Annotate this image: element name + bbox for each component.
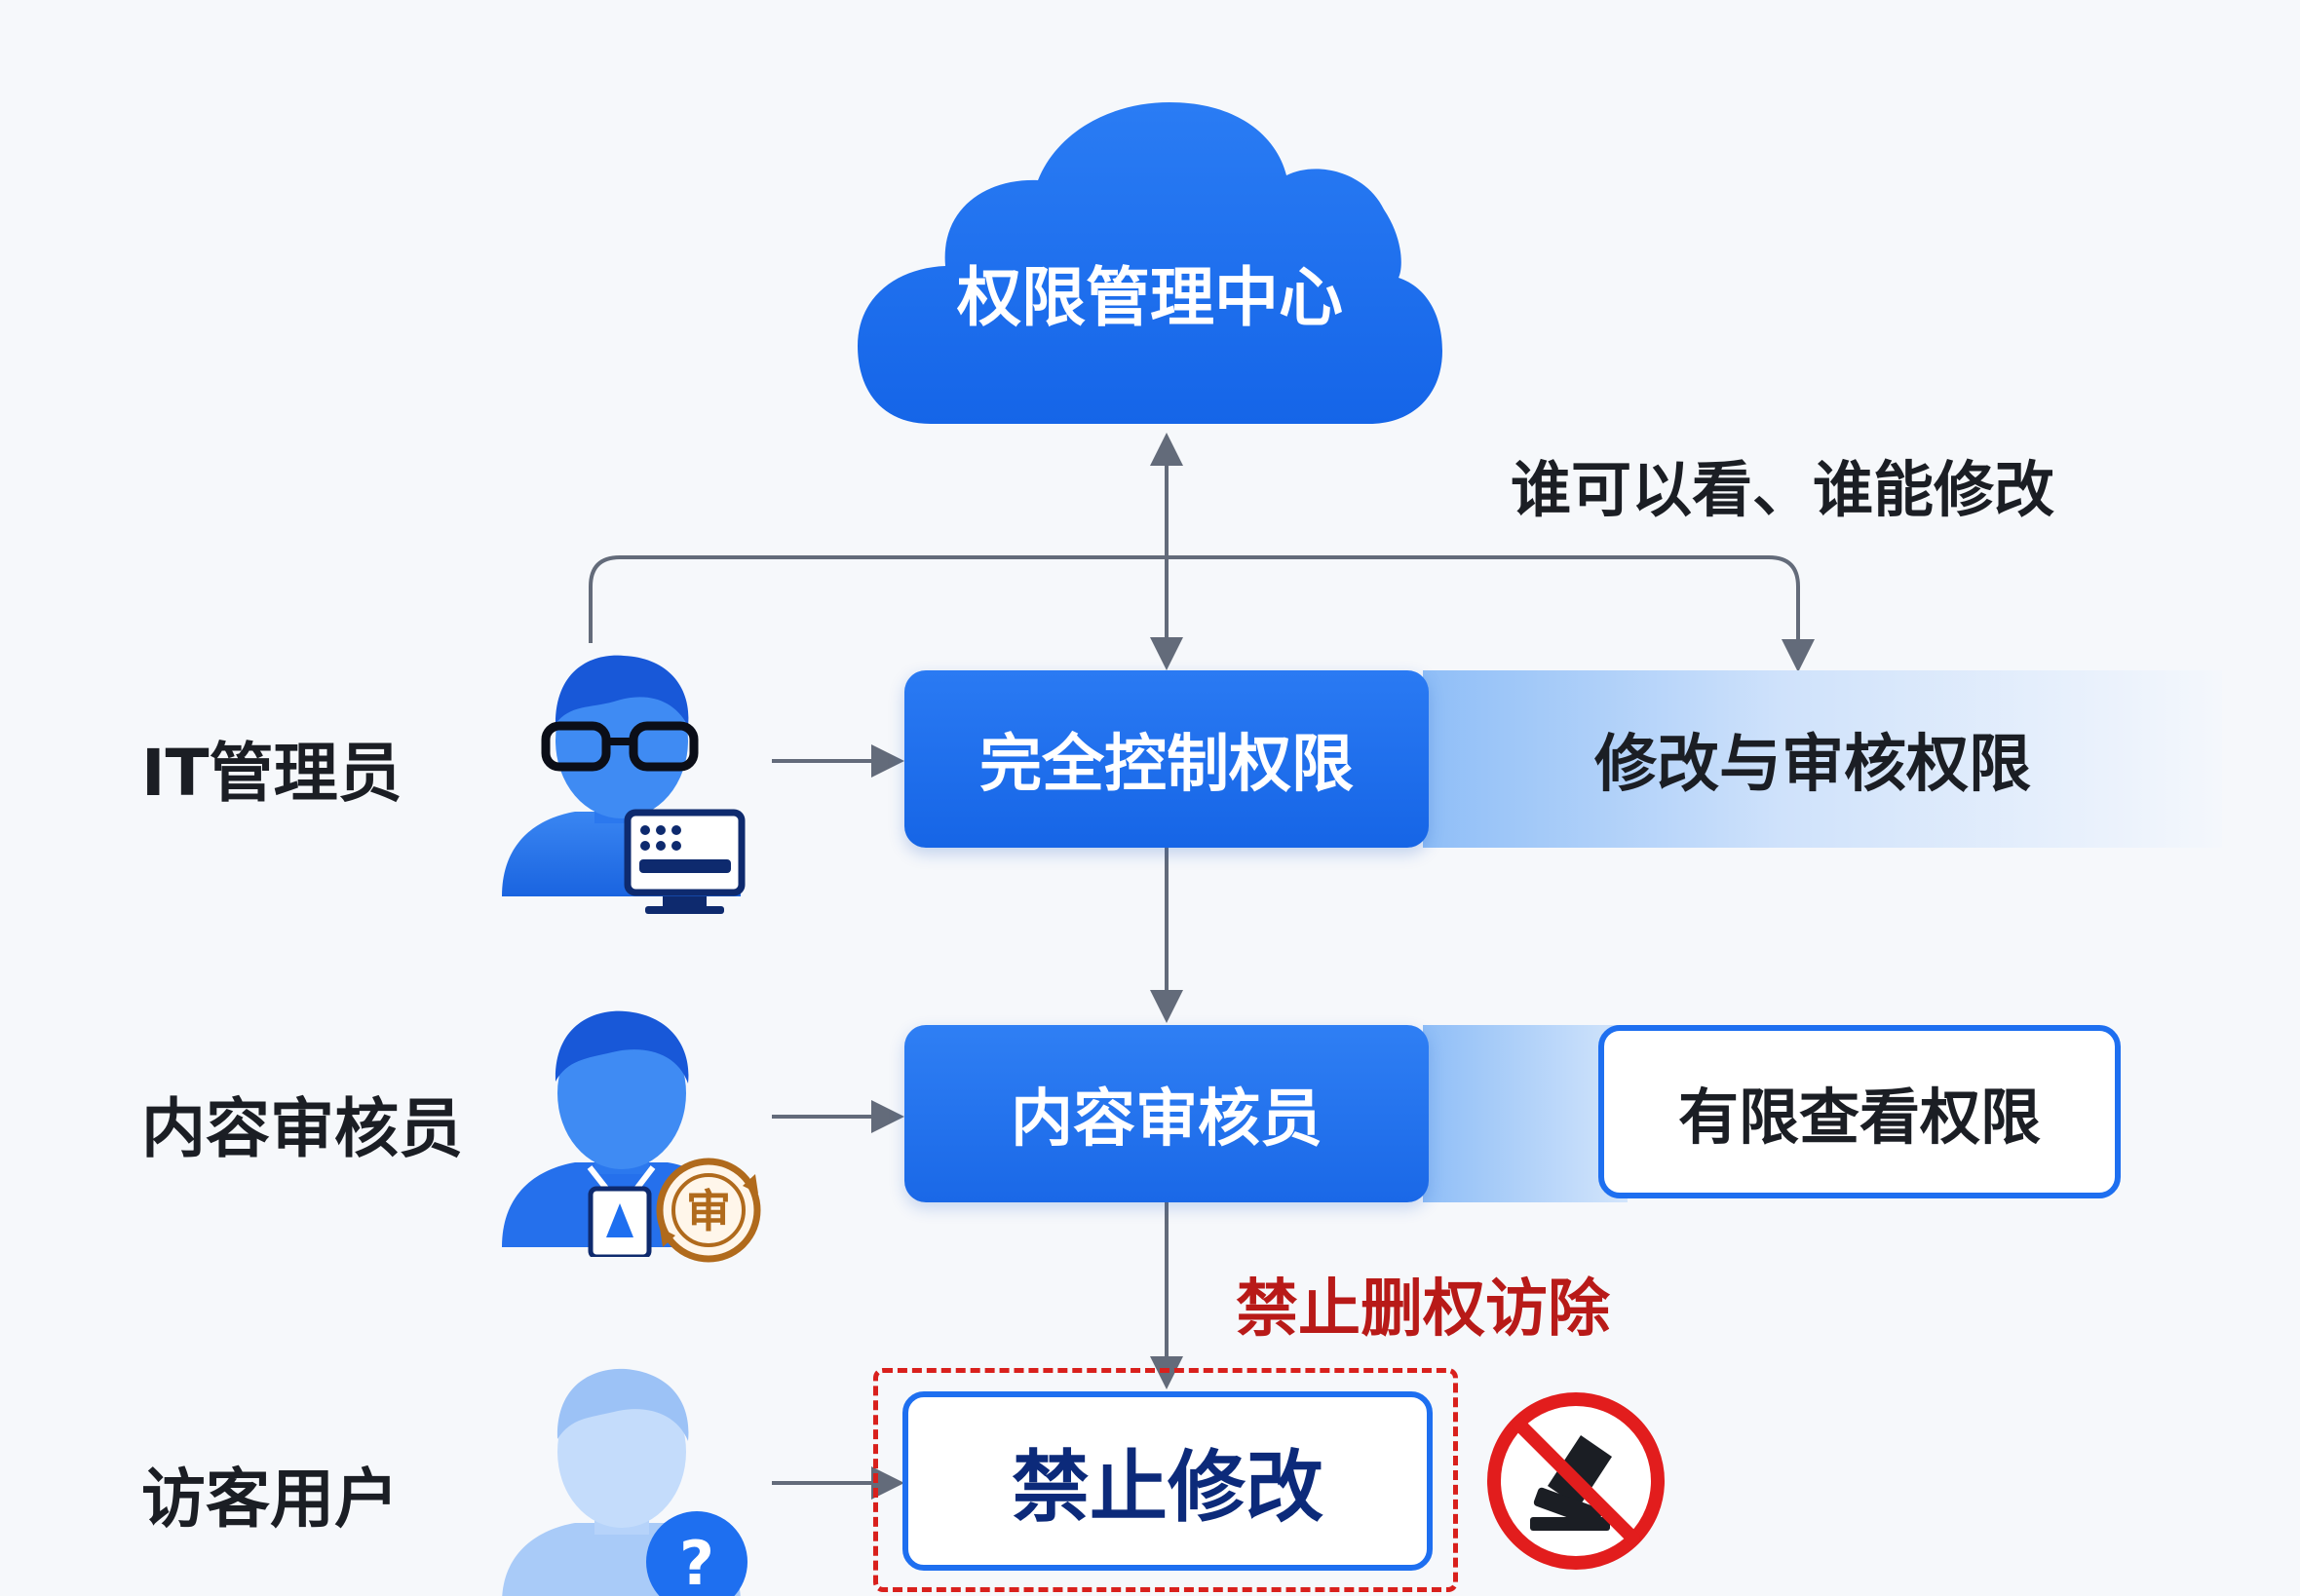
seal-icon: 审 (656, 1158, 761, 1263)
seal-text: 审 (686, 1185, 731, 1237)
full-control-label: 完全控制权限 (979, 729, 1354, 801)
arrow-down-to-full-control (1150, 637, 1183, 670)
reviewer-box-label: 内容审核员 (1011, 1083, 1322, 1156)
full-control-box: 完全控制权限 (904, 670, 1429, 848)
limited-view-label: 有限查看权限 (1677, 1082, 2041, 1153)
arrow-down-to-forbid (1150, 1356, 1183, 1389)
no-edit-icon (1487, 1392, 1665, 1570)
role-label-guest: 访客用户 (141, 1462, 399, 1537)
server-icon (624, 809, 746, 914)
question-text: ? (679, 1528, 714, 1596)
forbid-modify-box: 禁止修改 (902, 1391, 1433, 1571)
it-admin-avatar-icon (502, 655, 741, 896)
role-label-it-admin: IT管理员 (141, 736, 402, 811)
permission-center-cloud: 权限管理中心 (858, 102, 1442, 429)
arrow-up-to-cloud (1150, 433, 1183, 466)
arrow-down-to-modify-review (1782, 639, 1815, 672)
permission-center-title: 权限管理中心 (957, 260, 1343, 335)
arrow-down-to-reviewer (1150, 990, 1183, 1023)
warning-annotation: 禁止删权访除 (1236, 1273, 1610, 1346)
forbid-dashed-outline (873, 1368, 1458, 1592)
limited-view-box: 有限查看权限 (1598, 1025, 2121, 1198)
bus-line (589, 555, 1800, 645)
annotation-who-can-view: 谁可以看、谁能修改 (1511, 454, 2055, 525)
role-label-reviewer: 内容审核员 (141, 1091, 463, 1166)
forbid-modify-label: 禁止修改 (1012, 1442, 1323, 1533)
modify-review-label: 修改与审核权限 (1594, 729, 2031, 801)
cloud-icon (858, 102, 1442, 424)
reviewer-side-fade (1423, 1025, 1628, 1202)
full-control-side-fade (1423, 670, 2222, 848)
question-icon: ? (646, 1511, 748, 1596)
reviewer-box: 内容审核员 (904, 1025, 1429, 1202)
